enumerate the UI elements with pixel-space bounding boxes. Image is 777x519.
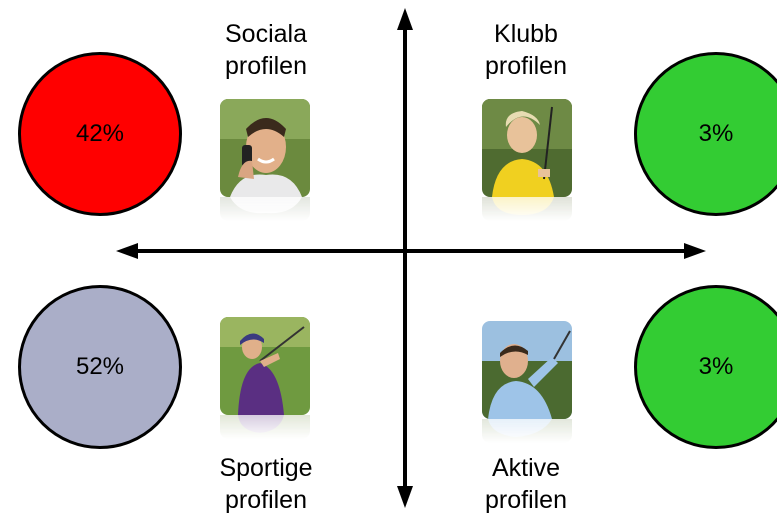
title-line-1: Sociala <box>225 20 307 48</box>
man-swinging-golf-club-photo <box>482 321 572 419</box>
percentage-circle-klubb: 3% <box>634 52 777 216</box>
title-line-1: Klubb <box>494 20 558 48</box>
photo-reflection <box>482 197 572 221</box>
vertical-axis-arrow-up <box>397 8 413 30</box>
percentage-circle-sociala: 42% <box>18 52 182 216</box>
quadrant-title-aktive: Aktive profilen <box>456 452 596 516</box>
title-line-2: profilen <box>225 52 307 80</box>
woman-golfer-photo <box>482 99 572 197</box>
horizontal-axis-arrow-left <box>116 243 138 259</box>
quadrant-title-sportige: Sportige profilen <box>196 452 336 516</box>
title-line-2: profilen <box>485 52 567 80</box>
photo-aktive <box>482 321 572 443</box>
percentage-circle-sportige: 52% <box>18 285 182 449</box>
photo-reflection <box>220 197 310 221</box>
title-line-2: profilen <box>225 486 307 514</box>
woman-swinging-golf-club-photo <box>220 317 310 415</box>
title-line-1: Sportige <box>219 454 313 482</box>
photo-reflection <box>482 419 572 443</box>
title-line-2: profilen <box>485 486 567 514</box>
quadrant-title-sociala: Sociala profilen <box>196 18 336 82</box>
title-line-1: Aktive <box>491 454 561 482</box>
percentage-circle-aktive: 3% <box>634 285 777 449</box>
photo-sociala <box>220 99 310 221</box>
photo-sportige <box>220 317 310 439</box>
quadrant-title-klubb: Klubb profilen <box>456 18 596 82</box>
percentage-value: 52% <box>75 353 125 380</box>
percentage-value: 42% <box>75 120 125 147</box>
horizontal-axis-arrow-right <box>684 243 706 259</box>
man-on-phone-photo <box>220 99 310 197</box>
percentage-value: 3% <box>698 353 734 380</box>
photo-klubb <box>482 99 572 221</box>
vertical-axis-arrow-down <box>397 486 413 508</box>
photo-reflection <box>220 415 310 439</box>
percentage-value: 3% <box>698 120 734 147</box>
